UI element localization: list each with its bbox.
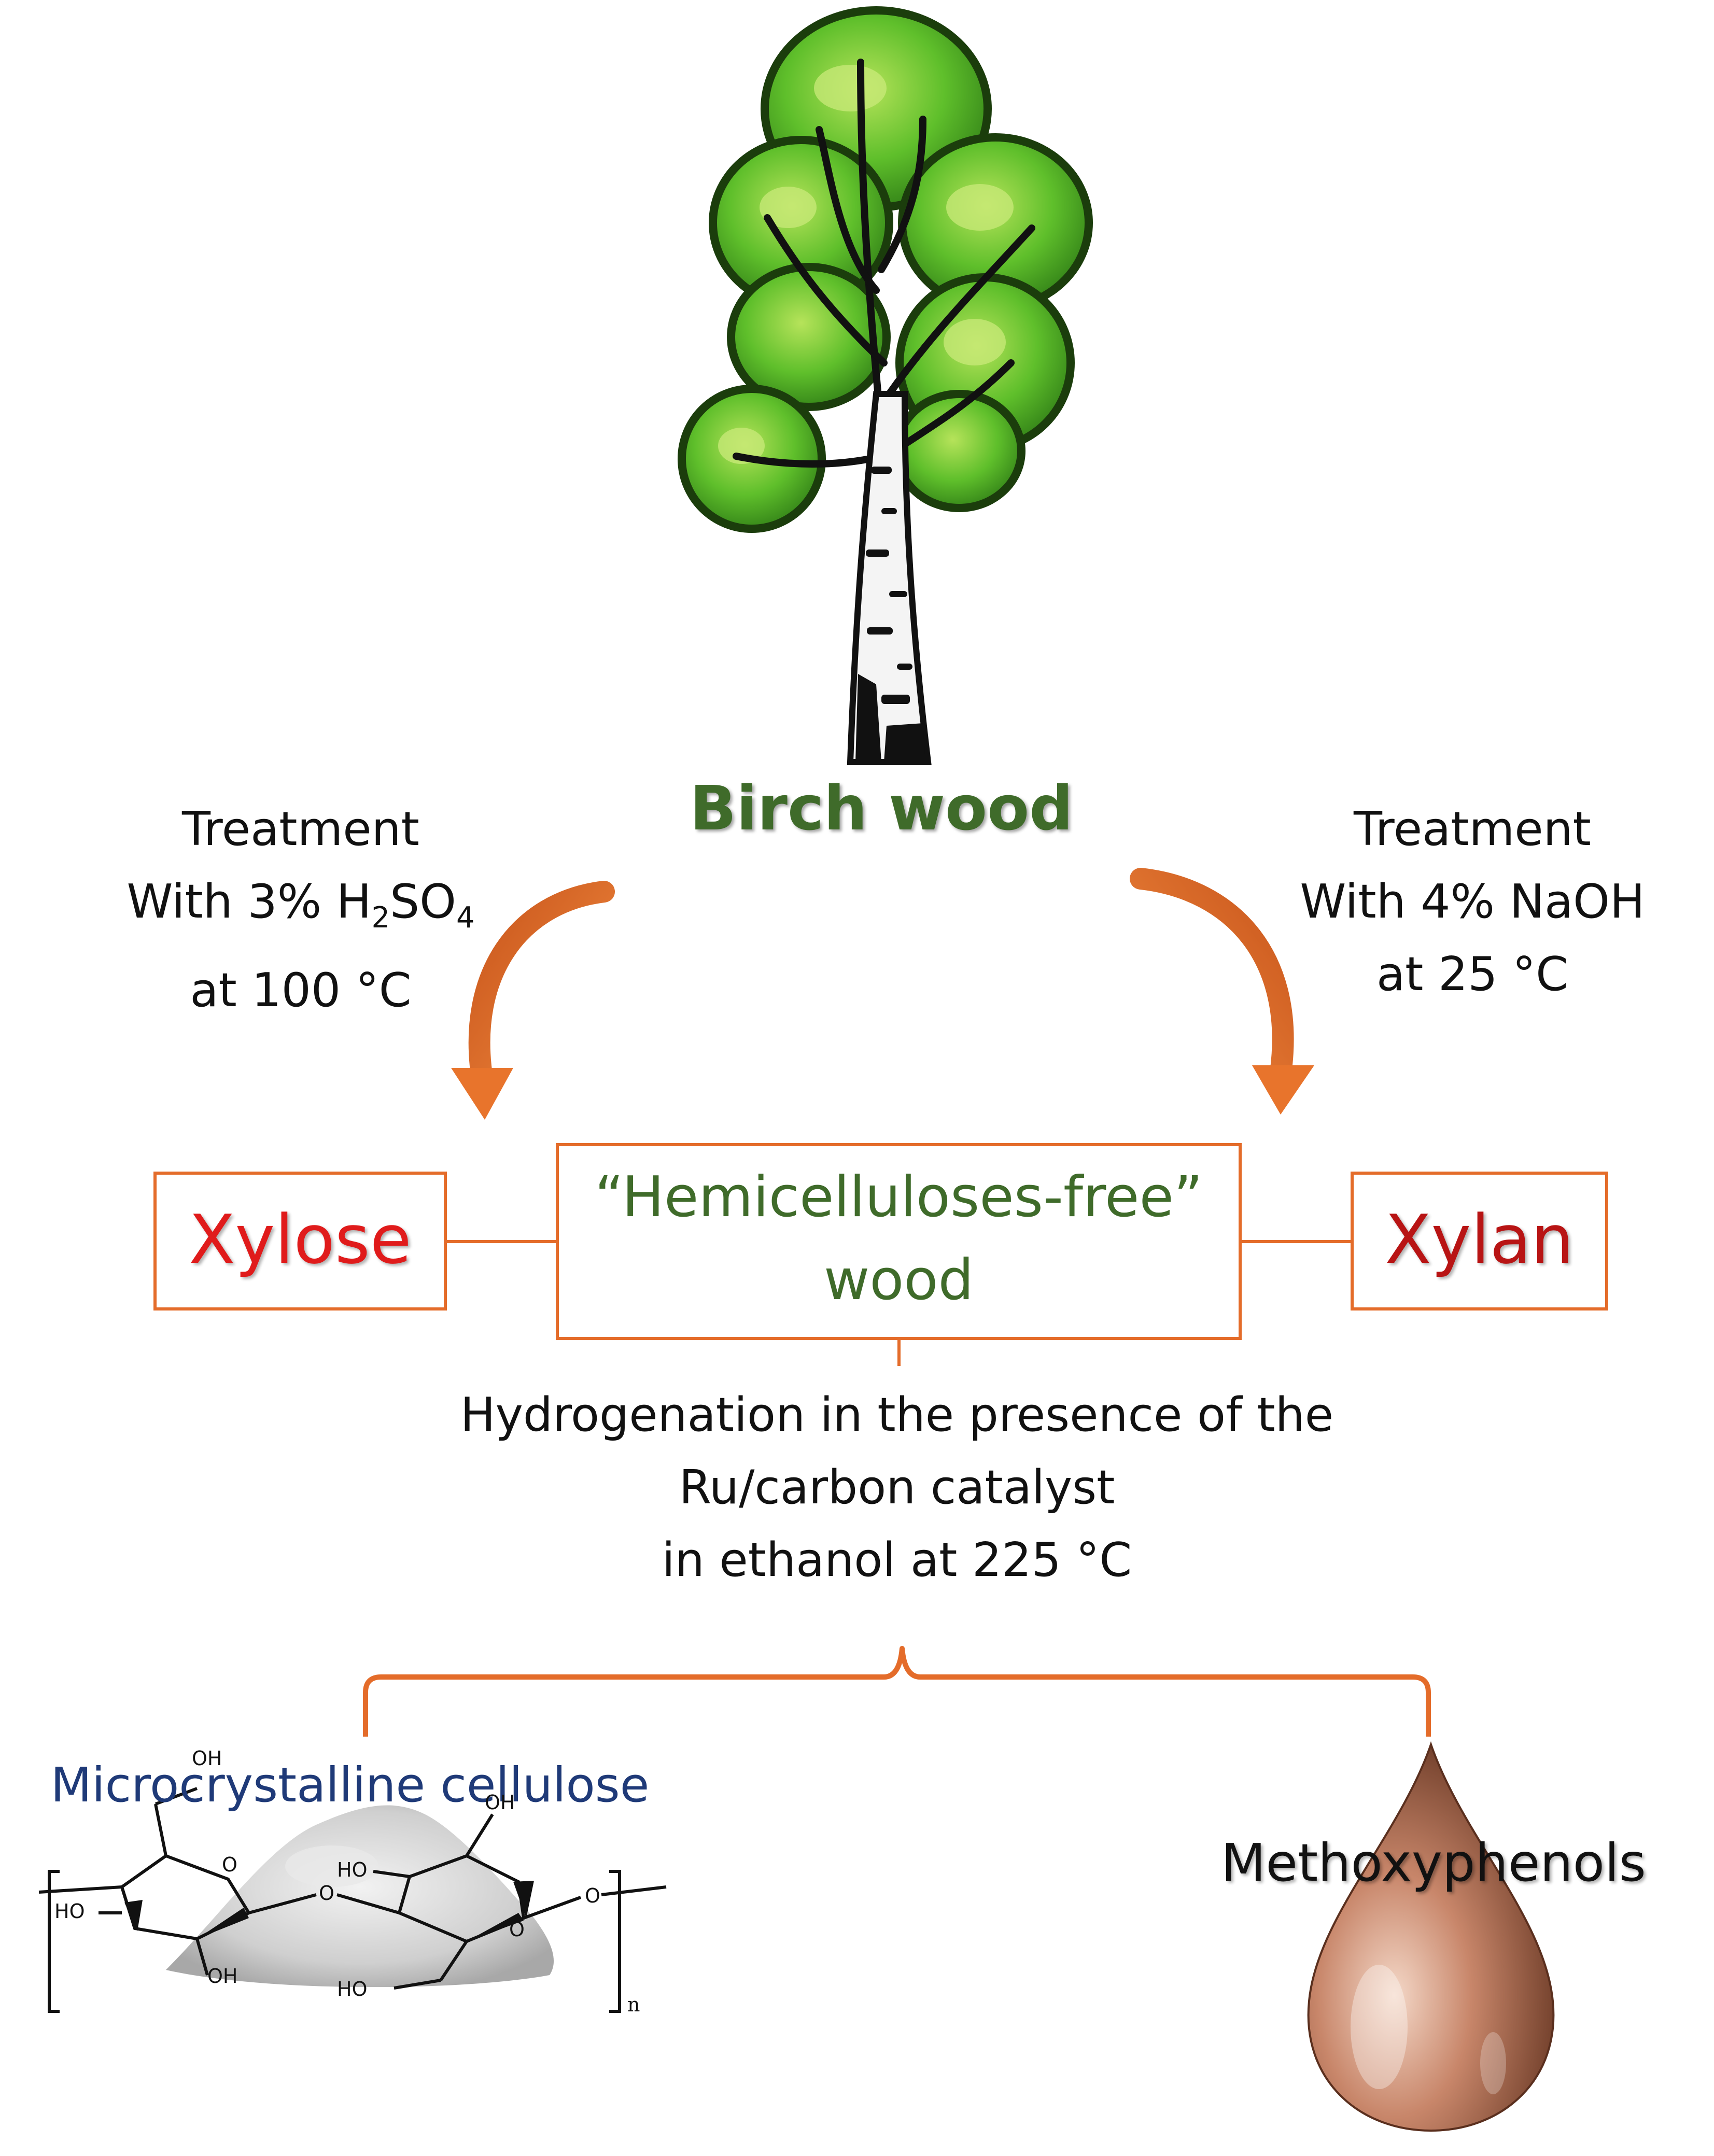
struct-subscript-n: n [627,1993,640,2016]
hydrogenation-line2: Ru/carbon catalyst [679,1460,1115,1515]
struct-oh-bottom: OH [207,1965,238,1988]
struct-end-o: O [585,1884,600,1907]
struct-ring-o-2: O [509,1918,525,1941]
struct-bridge-o: O [319,1882,334,1905]
wedge-bond-2 [197,1908,249,1939]
birch-wood-label: Birch wood [648,772,1115,844]
wedge-bond-3 [467,1913,524,1941]
acid-treatment-arrow [451,881,615,1120]
birch-trunk [847,391,932,765]
xylose-label: Xylose [189,1200,412,1279]
xylan-box [1351,1172,1608,1310]
xylose-box [153,1172,447,1310]
acid-treatment-line1: Treatment [182,802,419,856]
alkali-treatment-label: Treatment With 4% NaOH at 25 °C [1265,793,1680,1011]
product-split-brace [363,1646,1431,1737]
xylan-label: Xylan [1385,1200,1574,1279]
struct-ho-bottom: HO [337,1978,368,2000]
alkali-treatment-line2: With 4% NaOH [1300,875,1645,929]
hemicellulose-free-line1: “Hemicelluloses-free” [595,1165,1203,1230]
hemicellulose-free-label: “Hemicelluloses-free” wood [556,1156,1242,1322]
foliage-mid-left [727,263,891,411]
cellulose-powder-icon [166,1805,554,1988]
hemicellulose-free-box [556,1143,1242,1340]
microcrystalline-cellulose-label: Microcrystalline cellulose [50,1757,650,1813]
methoxyphenols-label: Methoxyphenols [1221,1833,1646,1893]
hydrogenation-line3: in ethanol at 225 °C [662,1533,1132,1587]
alkali-treatment-arrow [1130,868,1314,1115]
birch-tree-icon [678,6,1093,765]
alkali-treatment-line1: Treatment [1354,802,1591,856]
hemicellulose-free-line2: wood [823,1248,974,1313]
acid-treatment-label: Treatment With 3% H2SO4 at 100 °C [93,793,508,1027]
struct-oh-top-right: OH [485,1791,515,1814]
struct-ho-mid: HO [337,1858,368,1881]
acid-treatment-line2: With 3% H2SO4 [127,875,475,935]
struct-oh-top-left: OH [192,1747,222,1770]
oil-drop-icon [1307,1741,1555,2132]
hydrogenation-line1: Hydrogenation in the presence of the [460,1388,1334,1442]
wedge-bond-4 [513,1881,534,1918]
struct-ring-o-1: O [222,1853,237,1876]
hydrogenation-conditions: Hydrogenation in the presence of the Ru/… [363,1379,1431,1597]
alkali-treatment-line3: at 25 °C [1376,947,1569,1002]
acid-treatment-line3: at 100 °C [190,963,412,1018]
birch-wood-text: Birch wood [690,772,1073,844]
cellulose-structure [38,1787,667,2013]
wedge-bond-1 [124,1900,143,1931]
struct-ho-left: HO [54,1900,85,1923]
